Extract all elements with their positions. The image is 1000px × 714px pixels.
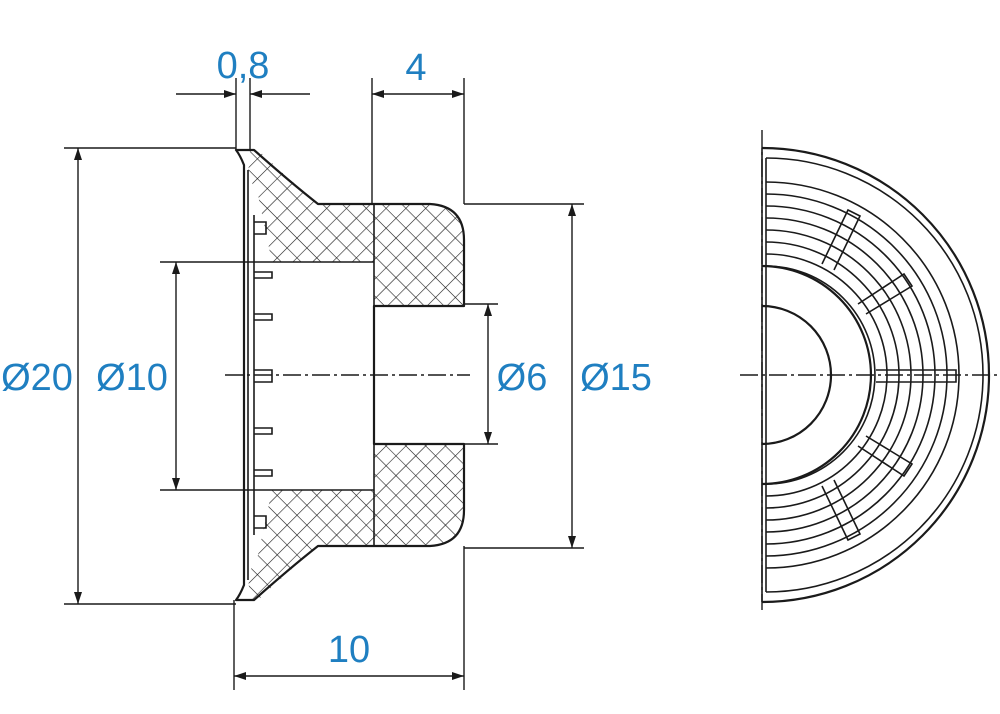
dim-label-hub-diameter: Ø15 bbox=[580, 357, 652, 399]
radial-ribs bbox=[821, 208, 957, 542]
dim-label-hub-length: 4 bbox=[405, 47, 426, 89]
hub-outline bbox=[761, 264, 873, 486]
rib-ticks bbox=[254, 221, 273, 529]
part-outline bbox=[234, 148, 466, 602]
dim-label-bore-diameter: Ø10 bbox=[96, 357, 168, 399]
dim-label-flange-thickness: 0,8 bbox=[217, 45, 270, 87]
dim-label-total-length: 10 bbox=[328, 629, 370, 671]
hatch-lower bbox=[248, 444, 464, 600]
outer-rim bbox=[761, 146, 991, 604]
dim-label-inner-hole-diameter: Ø6 bbox=[497, 357, 548, 399]
dim-label-outer-diameter: Ø20 bbox=[1, 357, 73, 399]
section-view bbox=[225, 148, 470, 602]
rim-inner bbox=[765, 157, 984, 593]
dimensions: 0,8 4 10 Ø20 Ø10 Ø6 Ø15 bbox=[1, 45, 652, 690]
hatch-upper bbox=[248, 150, 464, 306]
end-view bbox=[740, 130, 1000, 610]
center-hole bbox=[761, 304, 833, 446]
concentric-rings bbox=[765, 181, 960, 569]
